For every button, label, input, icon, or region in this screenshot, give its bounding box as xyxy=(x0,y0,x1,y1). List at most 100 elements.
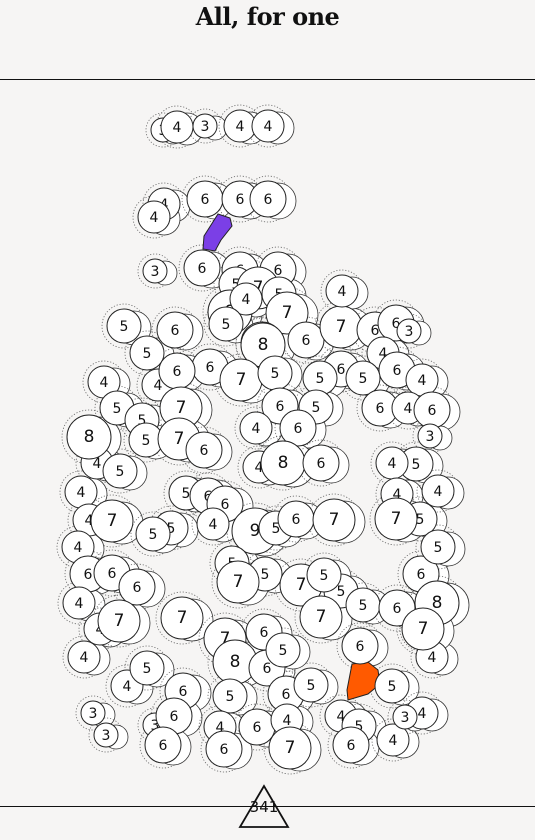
circle-shape[interactable] xyxy=(374,668,410,704)
number-circle[interactable]: 6 xyxy=(205,730,243,768)
number-circle[interactable]: 3 xyxy=(392,704,418,730)
number-circle[interactable]: 6 xyxy=(158,352,196,390)
number-circle[interactable]: 5 xyxy=(129,335,165,371)
circle-shape[interactable] xyxy=(80,700,106,726)
number-circle[interactable]: 4 xyxy=(67,640,101,674)
number-circle[interactable]: 4 xyxy=(405,363,439,397)
number-circle[interactable]: 7 xyxy=(401,607,445,651)
circle-shape[interactable] xyxy=(401,607,445,651)
number-circle[interactable]: 5 xyxy=(135,516,171,552)
circle-shape[interactable] xyxy=(129,650,165,686)
circle-shape[interactable] xyxy=(299,595,343,639)
circle-shape[interactable] xyxy=(312,498,356,542)
number-circle[interactable]: 7 xyxy=(374,497,418,541)
circle-shape[interactable] xyxy=(212,678,248,714)
circle-shape[interactable] xyxy=(135,516,171,552)
number-circle[interactable]: 4 xyxy=(137,200,171,234)
number-circle[interactable]: 4 xyxy=(160,110,194,144)
number-circle[interactable]: 6 xyxy=(302,444,340,482)
number-circle[interactable]: 3 xyxy=(396,318,422,344)
circle-shape[interactable] xyxy=(306,557,342,593)
number-circle[interactable]: 6 xyxy=(341,627,379,665)
number-circle[interactable]: 4 xyxy=(64,475,98,509)
number-circle-layer[interactable]: 3434446664636657556856745786766346654454… xyxy=(61,109,460,770)
number-circle[interactable]: 5 xyxy=(345,587,381,623)
number-circle[interactable]: 5 xyxy=(102,453,138,489)
number-circle[interactable]: 3 xyxy=(93,722,119,748)
circle-shape[interactable] xyxy=(345,360,381,396)
number-circle[interactable]: 6 xyxy=(332,726,370,764)
number-circle[interactable]: 6 xyxy=(144,726,182,764)
circle-shape[interactable] xyxy=(137,200,171,234)
circle-shape[interactable] xyxy=(279,409,317,447)
circle-shape[interactable] xyxy=(66,414,112,460)
number-circle[interactable]: 4 xyxy=(376,723,410,757)
number-circle[interactable]: 5 xyxy=(345,360,381,396)
number-circle[interactable]: 8 xyxy=(260,440,306,486)
circle-shape[interactable] xyxy=(205,730,243,768)
number-circle[interactable]: 5 xyxy=(265,632,301,668)
circle-shape[interactable] xyxy=(265,632,301,668)
number-circle[interactable]: 7 xyxy=(97,599,141,643)
circle-shape[interactable] xyxy=(332,726,370,764)
number-circle[interactable]: 5 xyxy=(398,446,434,482)
number-circle[interactable]: 5 xyxy=(208,306,244,342)
circle-shape[interactable] xyxy=(293,667,329,703)
number-circle[interactable]: 6 xyxy=(156,311,194,349)
circle-shape[interactable] xyxy=(341,627,379,665)
circle-shape[interactable] xyxy=(192,113,218,139)
circle-shape[interactable] xyxy=(229,282,263,316)
number-circle[interactable]: 4 xyxy=(239,411,273,445)
number-circle[interactable]: 4 xyxy=(421,474,455,508)
number-circle[interactable]: 6 xyxy=(287,321,325,359)
number-circle[interactable]: 5 xyxy=(257,355,293,391)
circle-shape[interactable] xyxy=(185,431,223,469)
number-circle[interactable]: 3 xyxy=(80,700,106,726)
number-circle[interactable]: 4 xyxy=(62,586,96,620)
circle-shape[interactable] xyxy=(129,335,165,371)
number-circle[interactable]: 6 xyxy=(186,180,224,218)
number-circle[interactable]: 7 xyxy=(90,499,134,543)
circle-shape[interactable] xyxy=(251,109,285,143)
circle-shape[interactable] xyxy=(421,474,455,508)
number-circle[interactable]: 5 xyxy=(128,422,164,458)
circle-shape[interactable] xyxy=(376,723,410,757)
circle-shape[interactable] xyxy=(302,444,340,482)
number-circle[interactable]: 5 xyxy=(106,308,142,344)
circle-shape[interactable] xyxy=(106,308,142,344)
number-circle[interactable]: 6 xyxy=(249,180,287,218)
number-circle[interactable]: 7 xyxy=(312,498,356,542)
number-circle[interactable]: 6 xyxy=(118,568,156,606)
circle-shape[interactable] xyxy=(93,722,119,748)
circle-shape[interactable] xyxy=(392,704,418,730)
number-circle[interactable]: 7 xyxy=(160,596,204,640)
number-circle[interactable]: 3 xyxy=(417,423,443,449)
number-circle[interactable]: 5 xyxy=(420,529,456,565)
circle-shape[interactable] xyxy=(90,499,134,543)
circle-shape[interactable] xyxy=(156,311,194,349)
number-circle[interactable]: 3 xyxy=(142,258,168,284)
number-circle[interactable]: 6 xyxy=(185,431,223,469)
number-circle[interactable]: 5 xyxy=(293,667,329,703)
number-circle[interactable]: 7 xyxy=(268,726,312,770)
number-circle[interactable]: 6 xyxy=(238,708,276,746)
circle-shape[interactable] xyxy=(239,411,273,445)
circle-shape[interactable] xyxy=(62,586,96,620)
number-circle[interactable]: 6 xyxy=(413,391,451,429)
circle-shape[interactable] xyxy=(102,453,138,489)
circle-shape[interactable] xyxy=(67,640,101,674)
number-circle[interactable]: 7 xyxy=(265,291,309,335)
circle-shape[interactable] xyxy=(183,249,221,287)
number-circle[interactable]: 7 xyxy=(319,305,363,349)
circle-shape[interactable] xyxy=(196,507,230,541)
number-circle[interactable]: 6 xyxy=(183,249,221,287)
circle-shape[interactable] xyxy=(268,726,312,770)
number-circle[interactable]: 5 xyxy=(302,360,338,396)
circle-shape[interactable] xyxy=(417,423,443,449)
selected-region-orange[interactable] xyxy=(346,661,381,701)
circle-shape[interactable] xyxy=(325,274,359,308)
number-circle[interactable]: 7 xyxy=(299,595,343,639)
number-circle[interactable]: 5 xyxy=(374,668,410,704)
circle-shape[interactable] xyxy=(118,568,156,606)
